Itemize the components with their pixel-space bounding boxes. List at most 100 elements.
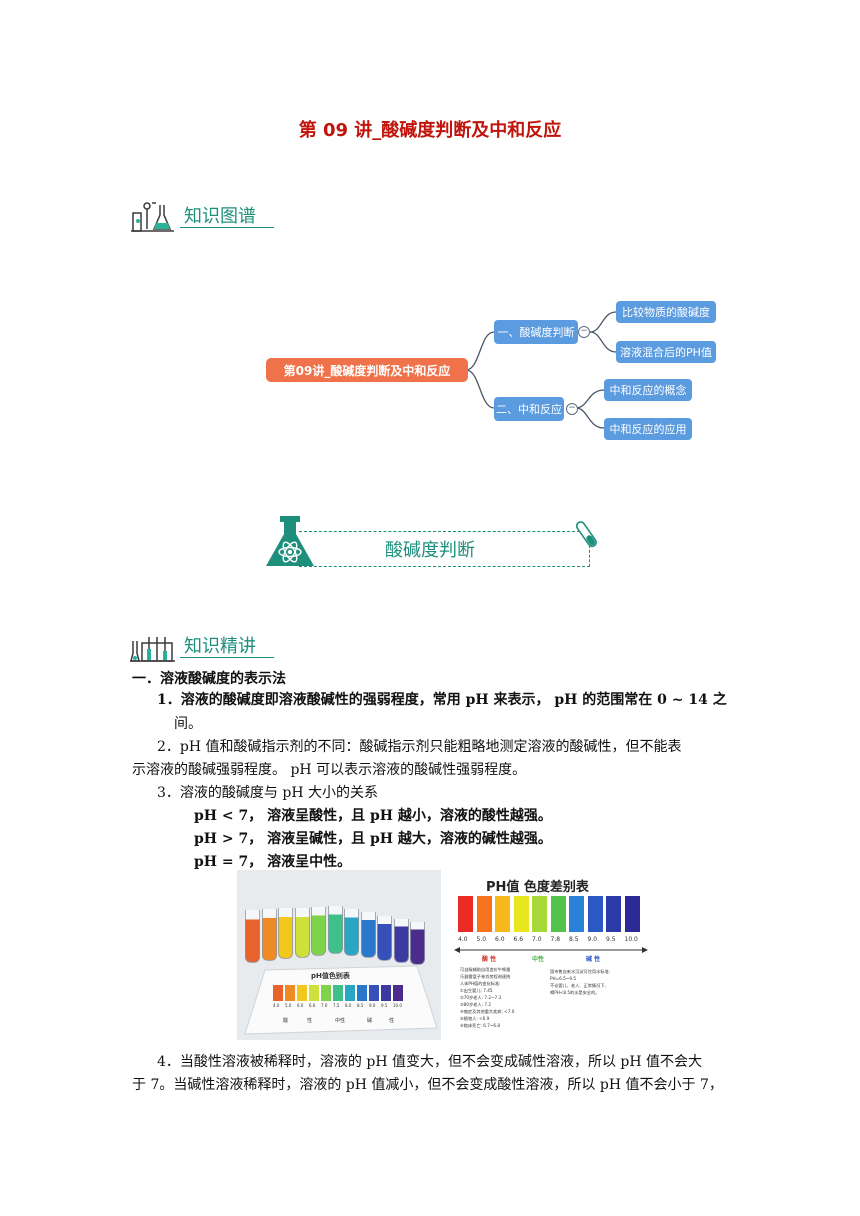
mindmap-branch-neutralization[interactable]: 二、中和反应 (494, 397, 564, 421)
ph-card-swatch (321, 985, 331, 1001)
test-tube (393, 918, 409, 963)
ph-scale-label: 5.0 (476, 936, 487, 943)
paragraph-2-line-1: 2．pH 值和酸碱指示剂的不同：酸碱指示剂只能粗略地测定溶液的酸碱性，但不能表 (157, 739, 682, 755)
ph-color-swatch (587, 896, 603, 932)
chart-note-left-line: ④癌症及其他重大疾病: <7.0 (460, 1009, 515, 1014)
paragraph-1-line-2: 间。 (174, 716, 202, 732)
paragraph-4-line-2: 于 7。当碱性溶液稀释时，溶液的 pH 值减小，但不会变成酸性溶液，所以 pH … (132, 1077, 723, 1093)
test-tube (327, 906, 343, 954)
ph-scale-label: 10.0 (624, 936, 638, 943)
section-label: 知识精讲 (184, 636, 256, 657)
rule-neutral: pH = 7， 溶液呈中性。 (194, 854, 352, 870)
mindmap-leaf-neutralization-use[interactable]: 中和反应的应用 (604, 418, 692, 440)
chart-title: PH值 色度差别表 (486, 880, 589, 895)
section-underline (180, 227, 274, 228)
ph-card-label-acid-2: 性 (307, 1018, 313, 1024)
ph-color-swatch (458, 896, 473, 932)
ph-color-swatch (569, 896, 584, 932)
ph-card-title: pH值色别表 (311, 972, 350, 980)
section-underline (180, 657, 274, 658)
chart-note-right-line: 国市售自来水沉淀可饮用水标准: (550, 969, 611, 974)
ph-scale-label: 6.0 (495, 936, 505, 943)
ph-card-swatch (357, 985, 367, 1001)
test-tube (410, 922, 425, 965)
ph-card-scale-label: 6.0 (297, 1003, 304, 1008)
ph-card-scale-label: 4.0 (273, 1003, 280, 1008)
paragraph-1-line-1: 1．溶液的酸碱度即溶液酸碱性的强弱程度，常用 pH 来表示， pH 的范围常在 … (157, 692, 727, 708)
ph-card-swatch (345, 985, 355, 1001)
chart-note-left-line: ⑥临床死亡: 6.7~6.8 (460, 1023, 501, 1028)
chart-note-left-line: 可自服辅助自用造价牛顿量 (460, 967, 511, 972)
paragraph-2-line-2: 示溶液的酸碱强弱程度。 pH 可以表示溶液的酸碱性强弱程度。 (132, 762, 527, 778)
ph-color-swatch (495, 896, 510, 932)
test-tube-icon (575, 521, 597, 548)
mindmap-connectors (465, 311, 617, 429)
ph-card-swatch (333, 985, 343, 1001)
ph-scale-label: 7.8 (550, 936, 561, 943)
ph-card-scale-label: 7.0 (321, 1003, 328, 1008)
section-header-knowledge-lecture: 知识精讲 (130, 629, 290, 669)
rule-basic: pH > 7， 溶液呈碱性，且 pH 越大，溶液的碱性越强。 (194, 831, 552, 847)
ph-card-label-acid: 酸 (283, 1018, 289, 1024)
chart-note-left-line: ①出生婴儿: 7.45 (460, 988, 493, 993)
chart-acid-label: 酸 性 (482, 956, 497, 963)
banner-label: 酸碱度判断 (385, 540, 475, 561)
section-header-knowledge-map: 知识图谱 (130, 199, 290, 239)
chart-note-left-line: 人体PH值的变化标准: (460, 981, 501, 986)
chart-note-left-line: ③80岁老人: 7.2 (460, 1002, 492, 1007)
chart-note-right-line: 不论婴儿、老人、正常情况下, (550, 983, 606, 988)
mindmap-leaf-compare-acidity[interactable]: 比较物质的酸碱度 (616, 301, 716, 323)
ph-color-swatch (513, 896, 529, 932)
ph-card-scale-label: 8.5 (357, 1003, 364, 1008)
ph-scale-label: 8.5 (569, 936, 579, 943)
ph-card-scale-label: 7.5 (333, 1003, 340, 1008)
ph-card-swatch (273, 985, 283, 1001)
ph-scale-label: 9.0 (587, 936, 598, 943)
test-tube (278, 908, 293, 960)
ph-card-swatch (297, 985, 307, 1001)
ph-color-swatch (532, 896, 547, 932)
ph-card-scale-label: 10.0 (393, 1003, 402, 1008)
test-tube (377, 915, 392, 961)
ph-color-swatch (606, 896, 621, 932)
paragraph-3: 3．溶液的酸碱度与 pH 大小的关系 (157, 785, 378, 801)
chart-base-label: 碱 性 (586, 956, 601, 963)
page-title: 第 09 讲_酸碱度判断及中和反应 (298, 120, 562, 141)
chart-neutral-label: 中性 (532, 956, 545, 963)
test-tube (294, 907, 310, 958)
banner-frame (299, 531, 590, 567)
mindmap-leaf-mixed-ph[interactable]: 溶液混合后的PH值 (616, 341, 716, 363)
test-tube (360, 912, 376, 959)
ph-scale-label: 4.0 (458, 936, 468, 943)
rule-acidic: pH < 7， 溶液呈酸性，且 pH 越小，溶液的酸性越强。 (194, 808, 552, 824)
paragraph-4-line-1: 4．当酸性溶液被稀释时，溶液的 pH 值变大，但不会变成碱性溶液，所以 pH 值… (157, 1054, 703, 1070)
ph-card-label-base-2: 性 (389, 1018, 395, 1024)
ph-color-swatch (624, 896, 640, 932)
ph-card-swatch (309, 985, 319, 1001)
ph-scale-label: 6.6 (513, 936, 524, 943)
ph-card-swatch (369, 985, 379, 1001)
mindmap-leaf-neutralization-concept[interactable]: 中和反应的概念 (604, 379, 692, 401)
content-heading: 一．溶液酸碱度的表示法 (132, 671, 286, 687)
test-tube (261, 909, 277, 962)
chart-note-left-line: 乐器雷盘子来肖房程询速统 (460, 974, 511, 979)
ph-card-swatch (381, 985, 391, 1001)
ph-scale-label: 7.0 (532, 936, 542, 943)
mindmap-branch-acidity[interactable]: 一、酸碱度判断 (494, 320, 578, 344)
ph-color-swatch (476, 896, 492, 932)
chart-note-right-line: PH=6.5~9.5 (550, 976, 577, 981)
ph-card-scale-label: 9.5 (381, 1003, 388, 1008)
mindmap-root[interactable]: 第09讲_酸碱度判断及中和反应 (266, 358, 468, 382)
flask-atom-icon (266, 516, 314, 566)
test-tube (245, 910, 260, 963)
test-tube (344, 909, 359, 957)
collapse-toggle-icon[interactable]: − (578, 326, 590, 338)
lab-equipment-icon (131, 202, 174, 232)
collapse-toggle-icon[interactable]: − (566, 403, 578, 415)
chart-note-right-line: 喝PH<8.5的水是安全的。 (550, 990, 600, 995)
ph-card-swatch (393, 985, 403, 1001)
ph-card-swatch (285, 985, 295, 1001)
chart-note-left-line: ②70岁老人: 7.2~7.3 (460, 995, 502, 1000)
